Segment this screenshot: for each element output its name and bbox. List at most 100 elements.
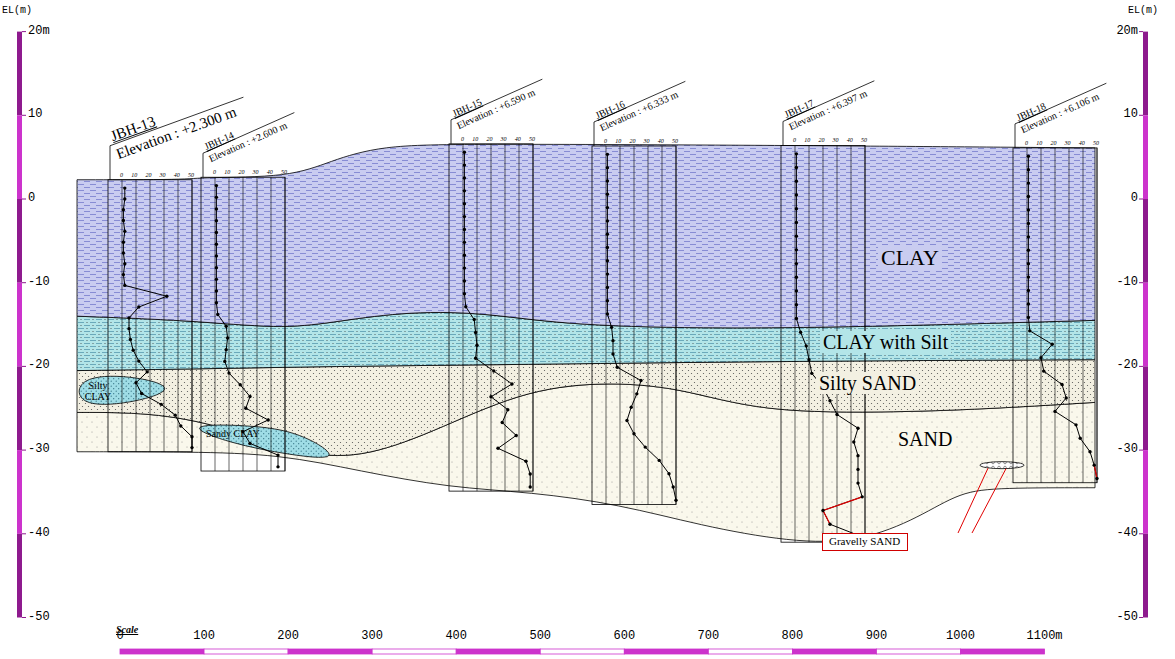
spt-point <box>463 151 466 154</box>
spt-point <box>1027 289 1030 292</box>
scale-number: 600 <box>613 630 635 643</box>
scale-bar-segment <box>456 649 540 654</box>
spt-point <box>463 163 466 166</box>
spt-point <box>1027 235 1030 238</box>
spt-point <box>165 295 168 298</box>
spt-point <box>226 336 229 339</box>
spt-point <box>632 432 635 435</box>
gravel-lens <box>980 462 1024 469</box>
spt-grid-line <box>243 177 244 471</box>
spt-point <box>463 228 466 231</box>
clay-layer <box>77 144 1095 328</box>
spt-grid-line <box>1041 148 1042 483</box>
borehole-column <box>1013 148 1097 483</box>
spt-point <box>489 395 492 398</box>
spt-point <box>795 193 798 196</box>
spt-point <box>606 232 609 235</box>
axis-tick <box>1139 282 1143 283</box>
spt-point <box>856 481 859 484</box>
elevation-tick: 10 <box>28 108 42 121</box>
spt-point <box>1039 356 1042 359</box>
spt-point <box>644 445 647 448</box>
spt-point <box>1027 316 1030 319</box>
spt-point <box>215 242 218 245</box>
spt-point <box>227 371 230 374</box>
borehole-column <box>592 146 676 505</box>
spt-point <box>123 230 126 233</box>
spt-point <box>215 289 218 292</box>
scale-number: 900 <box>866 630 888 643</box>
sandy-clay-lens <box>200 425 330 457</box>
spt-point <box>795 276 798 279</box>
spt-grid-line <box>676 146 677 505</box>
spt-point <box>492 369 495 372</box>
spt-grid-line <box>150 180 151 452</box>
scale-number: 700 <box>698 630 720 643</box>
spt-point <box>248 442 251 445</box>
spt-grid-line <box>519 144 520 491</box>
spt-point <box>1051 343 1054 346</box>
axis-tick <box>1139 533 1143 534</box>
spt-point <box>606 299 609 302</box>
spt-grid-line <box>136 180 137 452</box>
scale-number: 300 <box>361 630 383 643</box>
spt-grid-line <box>271 177 272 471</box>
borehole-header-leader <box>594 81 685 146</box>
spt-point <box>611 339 614 342</box>
elevation-tick: -50 <box>1116 611 1138 624</box>
axis-bar <box>1143 115 1148 199</box>
elevation-tick: -40 <box>1116 527 1138 540</box>
gravel-spt-segment <box>1094 465 1097 478</box>
spt-point <box>225 348 228 351</box>
axis-bar <box>17 283 22 367</box>
spt-point <box>276 465 279 468</box>
spt-point <box>216 313 219 316</box>
elevation-tick: -10 <box>28 276 50 289</box>
scale-bar-segment <box>540 649 624 654</box>
spt-point <box>215 266 218 269</box>
spt-point <box>267 418 270 421</box>
soil-layers <box>77 144 1095 541</box>
spt-point <box>810 372 813 375</box>
spt-point <box>473 318 476 321</box>
spt-point <box>635 392 638 395</box>
spt-point <box>244 407 247 410</box>
spt-point <box>160 403 163 406</box>
spt-point <box>129 338 132 341</box>
spt-grid-line <box>1055 148 1056 483</box>
spt-point <box>223 360 226 363</box>
spt-point <box>606 206 609 209</box>
scale-number: 100 <box>193 630 215 643</box>
spt-point <box>463 215 466 218</box>
callout-text: Gravelly SAND <box>829 535 901 548</box>
axis-tick <box>22 533 26 534</box>
elevation-tick: 0 <box>1131 192 1138 205</box>
scale-bar-segment <box>876 649 960 654</box>
spt-grid-line <box>463 144 464 491</box>
spt-grid-line <box>1027 148 1028 483</box>
spt-grid-line <box>257 177 258 471</box>
axis-bar <box>1143 534 1148 618</box>
spt-curve <box>464 152 530 487</box>
lens-name: Silty CLAY <box>80 380 116 402</box>
scale-bar-segment <box>372 649 456 654</box>
scale-bar-segment <box>624 649 708 654</box>
spt-point <box>463 202 466 205</box>
spt-point <box>474 356 477 359</box>
spt-point <box>506 408 509 411</box>
spt-point <box>1027 155 1030 158</box>
scale-bar-segment <box>961 649 1045 654</box>
spt-scale: 0 10 20 30 40 50 <box>604 138 678 145</box>
scale-number: 200 <box>277 630 299 643</box>
spt-grid-line <box>606 146 607 505</box>
spt-scale: 0 10 20 30 40 50 <box>120 172 194 179</box>
spt-point <box>1027 262 1030 265</box>
spt-grid-line <box>1083 148 1084 483</box>
scale-bar-segment <box>120 649 204 654</box>
spt-point <box>1027 181 1030 184</box>
spt-point <box>179 424 182 427</box>
spt-point <box>805 344 808 347</box>
elevation-tick: -40 <box>28 527 50 540</box>
axis-bar <box>1143 32 1148 116</box>
